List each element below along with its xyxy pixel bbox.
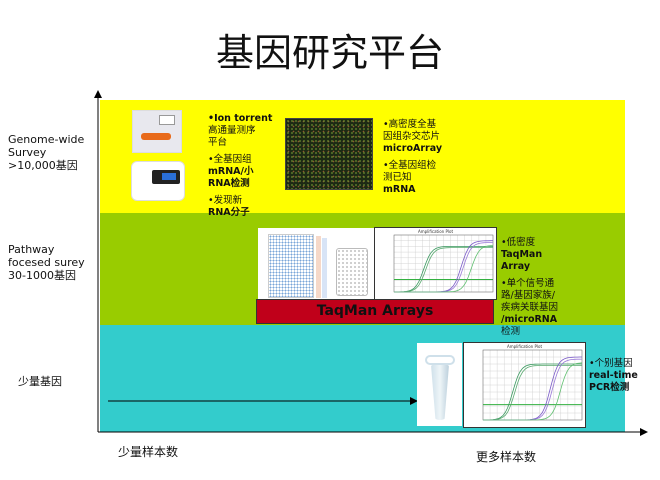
microarray-image [285,118,373,190]
label-line: >10,000基因 [8,159,78,172]
label-line: focesed surey [8,256,85,269]
text-line: •单个信号通 [501,278,555,289]
sequencer-image [131,161,185,201]
label-line: Pathway [8,243,55,256]
x-label-right: 更多样本数 [476,450,537,464]
text-line: /microRNA [501,314,558,325]
amplification-plot-1: Amplification Plot [374,227,497,300]
text-line: 路/基因家族/ [501,290,555,301]
text-line: •全基因组检 [383,160,437,171]
x-label-left: 少量样本数 [118,445,179,459]
plot-title: Amplification Plot [507,344,542,349]
taqman-arrays-banner: TaqMan Arrays [256,299,494,324]
row-label-genome: Genome-wide Survey >10,000基因 [8,133,84,172]
text-line: •发现新 [208,195,243,206]
text-line: PCR检测 [589,382,630,393]
taqman-card-image [258,228,374,300]
text-line: TaqMan [501,249,543,260]
text-line: •低密度 [501,237,536,248]
amplification-curve [482,363,582,421]
text-line: 检测 [501,326,521,337]
text-line: 疾病关联基因 [501,302,559,313]
text-line: real-time [589,370,638,381]
amplification-curve [394,245,494,293]
label-line: 30-1000基因 [8,269,76,282]
label-line: Survey [8,146,47,159]
amplification-curve [483,365,582,421]
text-line: microArray [383,143,443,154]
pcr-tube-image [417,343,462,426]
text-line: RNA分子 [208,207,250,218]
text-line: mRNA/小 [208,166,254,177]
label-line: Genome-wide [8,133,85,146]
ion-torrent-image [132,110,182,153]
plot-title: Amplification Plot [418,229,453,234]
text-line: 测已知 [383,172,412,183]
text-line: mRNA [383,184,416,195]
text-line: 因组杂交芯片 [383,131,441,142]
text-line: •个别基因 [589,358,633,369]
amplification-curve [483,362,583,421]
amplification-curve [393,246,493,293]
text-line: •全基因组 [208,154,252,165]
text-line: 高通量测序 [208,125,256,136]
amplification-curve [394,247,493,293]
amplification-plot-2: Amplification Plot [463,342,586,428]
text-line: •高密度全基 [383,119,437,130]
row-label-few: 少量基因 [18,375,62,388]
text-line: Array [501,261,531,272]
row-label-pathway: Pathway focesed surey 30-1000基因 [8,243,85,282]
page-title: 基因研究平台 [215,31,444,75]
text-line: •Ion torrent [208,113,273,124]
text-line: RNA检测 [208,178,250,189]
text-line: 平台 [208,137,228,148]
